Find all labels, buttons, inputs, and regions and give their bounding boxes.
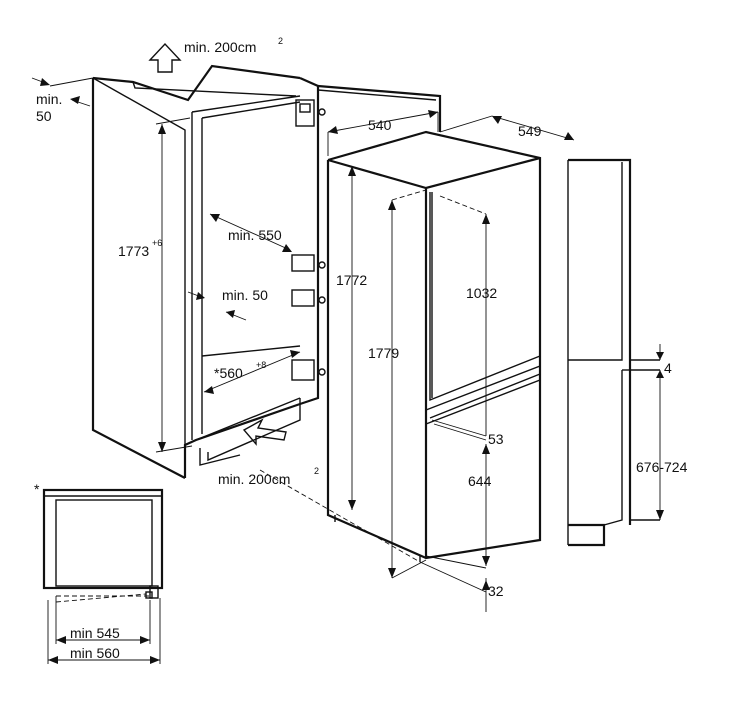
min-560-label: min 560 — [70, 645, 120, 661]
gap-4-label: 4 — [664, 360, 672, 376]
fridge-door-label: 1032 — [466, 285, 497, 301]
niche-width-label: *560 — [214, 365, 243, 381]
open-door-panel — [317, 84, 442, 132]
asterisk-label: * — [34, 481, 40, 497]
side-profile — [567, 158, 660, 547]
vent-top-sup: 2 — [278, 36, 283, 46]
depth-549-label: 549 — [518, 123, 542, 139]
vent-bottom-label: min. 200cm — [218, 471, 290, 487]
appliance-body — [326, 130, 542, 562]
door-range-label: 676-724 — [636, 459, 688, 475]
vent-top-label: min. 200cm — [184, 39, 256, 55]
vent-bottom-sup: 2 — [314, 466, 319, 476]
bottom-32-label: 32 — [488, 583, 504, 599]
niche-height-sup: +6 — [152, 238, 162, 248]
min-545-label: min 545 — [70, 625, 120, 641]
min-50-top-label-a: min. — [36, 91, 62, 107]
dimension-lines — [31, 77, 664, 612]
gap-53-label: 53 — [488, 431, 504, 447]
depth-540-label: 540 — [368, 117, 392, 133]
vent-arrow-icons — [148, 42, 287, 446]
top-view-inset — [42, 488, 164, 664]
min-50-top-label-b: 50 — [36, 108, 52, 124]
appliance-height-label: 1772 — [336, 272, 367, 288]
cabinet-niche — [91, 64, 320, 479]
min-50-label: min. 50 — [222, 287, 268, 303]
niche-hinges — [291, 99, 326, 381]
niche-width-sup: +8 — [256, 360, 266, 370]
overall-height-label: 1779 — [368, 345, 399, 361]
min-550-label: min. 550 — [228, 227, 282, 243]
niche-height-label: 1773 — [118, 243, 149, 259]
dimension-labels: min. 200cm 2 min. 50 1773 +6 min. 550 mi… — [34, 36, 688, 661]
freezer-door-label: 644 — [468, 473, 492, 489]
